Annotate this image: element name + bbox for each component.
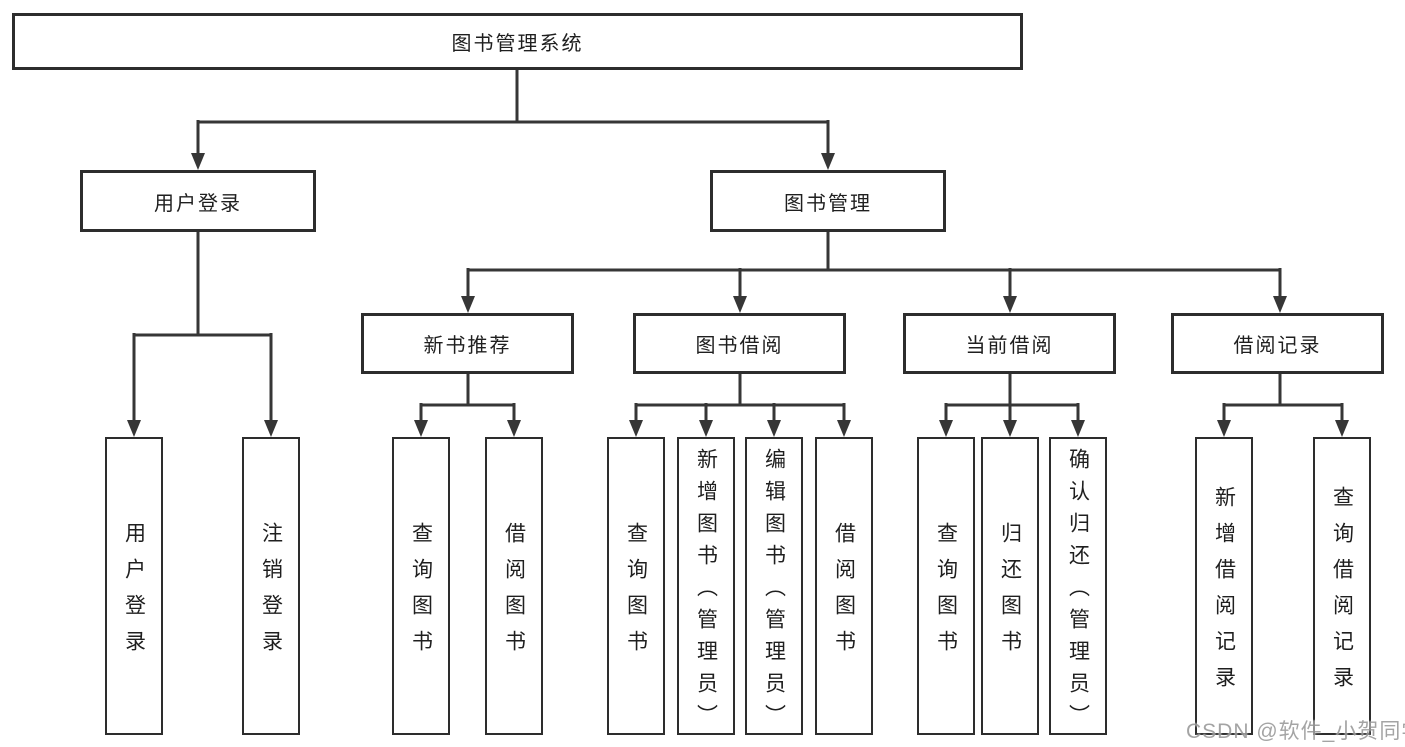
node-label: 新增借阅记录: [1212, 485, 1236, 702]
leaf-return-books: 归还图书: [981, 437, 1039, 735]
arrowhead-down: [939, 420, 953, 437]
arrowhead-down: [629, 420, 643, 437]
connector-root-to-branches: [191, 70, 835, 170]
leaf-add-book-admin: 新增图书（管理员）: [677, 437, 735, 736]
arrowhead-down: [1273, 296, 1287, 313]
connector-user-login-children: [127, 232, 278, 437]
arrowhead-down: [461, 296, 475, 313]
arrowhead-down: [733, 296, 747, 313]
node-current-borrowing: 当前借阅: [903, 313, 1116, 374]
leaf-query-borrow-record: 查询借阅记录: [1313, 437, 1371, 735]
arrowhead-down: [767, 420, 781, 437]
leaf-edit-book-admin: 编辑图书（管理员）: [745, 437, 803, 736]
leaf-user-login: 用户登录: [105, 437, 163, 735]
leaf-confirm-return-admin: 确认归还（管理员）: [1049, 437, 1107, 736]
node-label: 用户登录: [154, 192, 242, 215]
node-user-login-branch: 用户登录: [80, 170, 316, 232]
node-label: 当前借阅: [965, 335, 1054, 357]
node-label: 图书管理系统: [451, 33, 584, 55]
arrowhead-down: [507, 420, 521, 437]
arrowhead-down: [1217, 420, 1231, 437]
node-label: 确认归还（管理员）: [1066, 447, 1090, 736]
arrowhead-down: [264, 420, 278, 437]
node-label: 用户登录: [122, 521, 146, 666]
connector-new-book-children: [414, 374, 521, 437]
node-label: 借阅记录: [1233, 335, 1322, 357]
arrowhead-down: [699, 420, 713, 437]
leaf-query-books-borrowing: 查询图书: [607, 437, 665, 735]
node-label: 查询借阅记录: [1330, 485, 1354, 702]
leaf-add-borrow-record: 新增借阅记录: [1195, 437, 1253, 735]
connector-borrow-records-children: [1217, 374, 1349, 437]
leaf-query-books-current: 查询图书: [917, 437, 975, 735]
arrowhead-down: [821, 153, 835, 170]
node-label: 借阅图书: [832, 521, 856, 666]
node-book-borrowing: 图书借阅: [633, 313, 846, 374]
connector-book-management-groups: [461, 232, 1287, 313]
arrowhead-down: [127, 420, 141, 437]
connector-current-borrowing-children: [939, 374, 1085, 437]
arrowhead-down: [1335, 420, 1349, 437]
node-label: 注销登录: [259, 521, 283, 666]
node-label: 图书管理: [784, 192, 872, 215]
node-label: 新书推荐: [423, 335, 512, 357]
csdn-watermark: CSDN @软件_小贺同学: [1186, 720, 1405, 743]
node-new-book-recommendation: 新书推荐: [361, 313, 574, 374]
node-borrow-records: 借阅记录: [1171, 313, 1384, 374]
leaf-borrow-books-recommend: 借阅图书: [485, 437, 543, 735]
node-label: 查询图书: [409, 521, 433, 666]
node-library-management-system: 图书管理系统: [12, 13, 1023, 70]
node-label: 新增图书（管理员）: [694, 447, 718, 736]
node-label: 图书借阅: [695, 335, 784, 357]
node-label: 查询图书: [934, 521, 958, 666]
node-label: 借阅图书: [502, 521, 526, 666]
node-book-management-branch: 图书管理: [710, 170, 946, 232]
node-label: 归还图书: [998, 521, 1022, 666]
leaf-borrow-books: 借阅图书: [815, 437, 873, 735]
arrowhead-down: [837, 420, 851, 437]
node-label: 查询图书: [624, 521, 648, 666]
arrowhead-down: [191, 153, 205, 170]
leaf-query-books-recommend: 查询图书: [392, 437, 450, 735]
arrowhead-down: [1003, 420, 1017, 437]
leaf-logout: 注销登录: [242, 437, 300, 735]
arrowhead-down: [1003, 296, 1017, 313]
arrowhead-down: [414, 420, 428, 437]
arrowhead-down: [1071, 420, 1085, 437]
node-label: 编辑图书（管理员）: [762, 447, 786, 736]
connector-book-borrowing-children: [629, 374, 851, 437]
